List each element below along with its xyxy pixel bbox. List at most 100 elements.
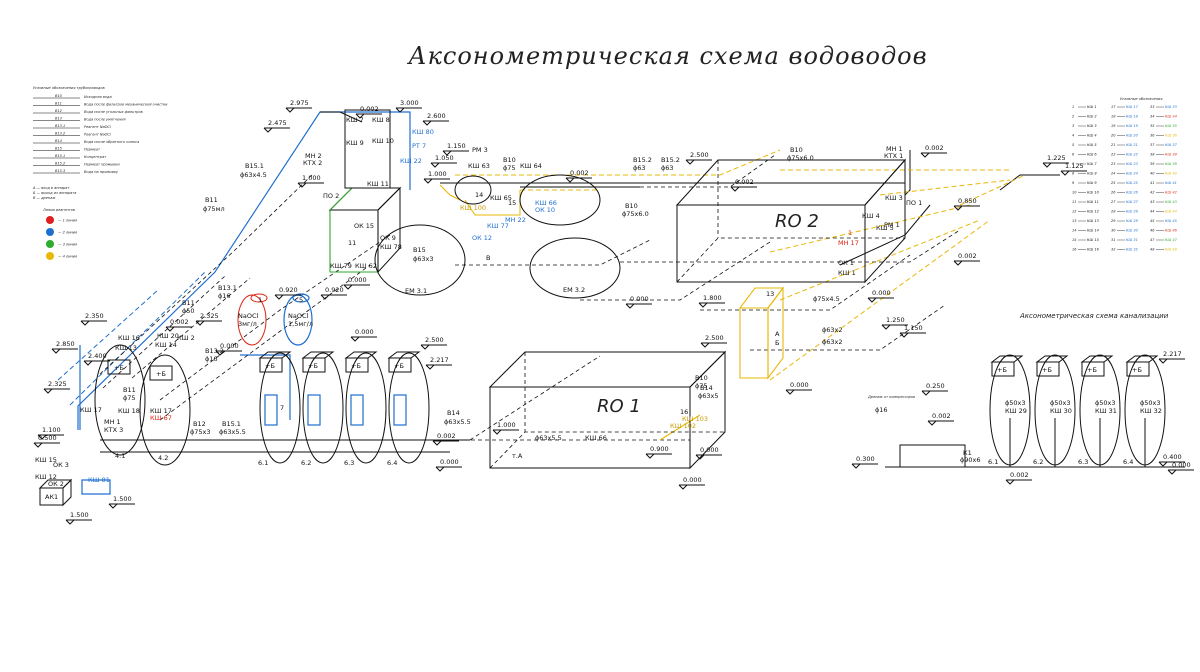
elevation-value: 1.250 <box>886 316 905 324</box>
legend-colors-rows: — 1 линия— 2 линия— 3 линия— 4 линия <box>46 216 77 260</box>
elevation-value: 2.975 <box>290 99 309 107</box>
flow-letter-b: Б <box>775 339 779 347</box>
canal-valve-29: КШ 29 <box>1005 407 1027 415</box>
pipe-network-black <box>99 111 1060 453</box>
elevation-value: 0.000 <box>630 295 649 303</box>
legend-valve-num: 43 <box>1150 200 1154 204</box>
elevation-marker <box>695 454 705 460</box>
legend-valve-num: 25 <box>1111 181 1116 185</box>
valve-ksh103: КШ 103 <box>682 415 708 423</box>
pipe-label-k1: К1 <box>963 449 972 457</box>
canalization-title: Аксонометрическая схема канализации <box>1019 312 1169 320</box>
legend-valve-num: 7 <box>1072 162 1075 166</box>
legend-color-text: — 4 линия <box>58 255 77 259</box>
legend-valve-name: КШ 23 <box>1126 162 1138 166</box>
elevation-marker <box>685 159 695 165</box>
elevation-value: 2.600 <box>427 112 446 120</box>
legend-code: В12 <box>55 109 63 113</box>
elevation-marker <box>1042 162 1052 168</box>
elevation-value: 0.000 <box>790 381 809 389</box>
legend-valve-num: 46 <box>1150 229 1155 233</box>
elevation-marker <box>395 107 405 113</box>
tank-label-15: 15 <box>508 199 516 207</box>
canal-cylinder-mark: +Б <box>1042 366 1052 374</box>
filter-6-mark: +Б <box>394 362 404 370</box>
legend-valve-name: КШ 21 <box>1126 143 1138 147</box>
legend-valve-num: 10 <box>1072 191 1077 195</box>
legend-text: Концентрат <box>84 155 107 159</box>
valve-ok9: ОК 9 <box>380 234 396 242</box>
legend-valve-name: КШ 46 <box>1165 229 1178 233</box>
legend-valve-name: КШ 39 <box>1165 162 1178 166</box>
valve-ksh65: КШ 65 <box>490 194 512 202</box>
center-pump-group: 14 15 КШ 65 РМ 3 КШ 63 КШ 64 МН 22 КШ 77… <box>400 146 557 262</box>
legend-valve-num: 20 <box>1111 134 1116 138</box>
elevation-marker <box>343 284 353 290</box>
elevation-marker <box>678 484 688 490</box>
pipe-label-d63x3: ϕ63х3 <box>413 255 434 263</box>
valve-ktkh1: КТХ 1 <box>884 152 903 160</box>
legend-valve-name: КШ 3 <box>1087 124 1097 128</box>
tank-em31: ЕМ 3.1 В15 ϕ63х3 <box>374 224 466 296</box>
valve-ok1: ОК 1 <box>838 259 854 267</box>
legend-valve-num: 15 <box>1072 238 1077 242</box>
tank-label-1: 1 <box>848 229 852 237</box>
elevation-value: 1.500 <box>70 511 89 519</box>
valve-mn1a: МН 1 <box>104 418 121 426</box>
legend-valve-num: 39 <box>1150 162 1155 166</box>
elevation-value: 0.500 <box>38 434 57 442</box>
legend-valve-name: КШ 30 <box>1126 229 1139 233</box>
pipe-label: ϕ63х5.5 <box>444 418 471 426</box>
legend-text: Вода после обратного осмоса <box>84 140 139 144</box>
legend-valve-name: КШ 29 <box>1126 219 1139 223</box>
canal-6-3: 6.3 <box>1078 458 1088 466</box>
filter-6-body <box>259 352 301 464</box>
valve-ksh11: КШ 11 <box>367 180 389 188</box>
elevation-value: 0.000 <box>1172 461 1191 469</box>
valve-ok10: ОК 10 <box>535 206 555 214</box>
reagent-naocl-2-dose: 1,5мг/л <box>288 320 313 328</box>
pipe-label: В14 <box>700 384 713 392</box>
elevation-marker <box>355 113 365 119</box>
tank-ro1-label: RO 1 <box>597 396 641 417</box>
valve-po1: ПО 1 <box>906 199 922 207</box>
canal-cylinder-mark: +Б <box>1132 366 1142 374</box>
valve-ok15: ОК 15 <box>354 222 374 230</box>
legend-pipes-heading: Условные обозначения трубопроводов <box>33 86 105 90</box>
canal-pipe-2: ϕ50х3 <box>1050 399 1071 407</box>
elevation-marker <box>430 162 440 168</box>
filter-6-cap <box>301 351 335 359</box>
filter-6-3-label: 6.3 <box>344 459 354 467</box>
elevation-value: 3.000 <box>400 99 419 107</box>
canal-pipe-4: ϕ50х3 <box>1140 399 1161 407</box>
legend-valve-name: КШ 45 <box>1165 219 1178 223</box>
valve-ksh22: КШ 22 <box>400 157 422 165</box>
elevation-value: 1.150 <box>904 324 923 332</box>
legend-valve-num: 29 <box>1111 219 1116 223</box>
elevation-value: 0.002 <box>735 178 754 186</box>
reagent-tank-2: 5 NaOCl 1,5мг/л <box>283 293 313 346</box>
legend-text: Исходная вода <box>84 95 112 99</box>
legend-text: Вода после угольных фильтров <box>84 110 143 114</box>
filter-group-4: +Б +Б 4.1 4.2 КШ 16 КШ 13 КШ 20 КШ 14 КШ… <box>80 332 195 466</box>
legend-color-text: — 2 линия <box>58 231 77 235</box>
pipe-network-blue <box>57 111 411 430</box>
elevation-marker <box>33 442 43 448</box>
filter-6-valve-frame <box>350 394 364 426</box>
pipe-network-yellow <box>439 149 1026 441</box>
elevation-value: 2.850 <box>56 340 75 348</box>
legend-valve-name: КШ 33 <box>1165 105 1177 109</box>
elevation-marker <box>700 342 710 348</box>
filter-6-4-label: 6.4 <box>387 459 397 467</box>
pipe-label: В12 <box>193 420 206 428</box>
legend-valve-name: КШ 19 <box>1126 124 1139 128</box>
pipe-label: В10 <box>695 374 708 382</box>
legend-valve-num: 5 <box>1072 143 1075 147</box>
valve-ksh17b: КШ 17 <box>150 407 172 415</box>
legend-valve-num: 13 <box>1072 219 1076 223</box>
legend-valve-num: 18 <box>1111 115 1116 119</box>
elevation-value: 1.125 <box>1065 162 1084 170</box>
legend-valve-num: 42 <box>1150 191 1155 195</box>
valve-ksh64: КШ 64 <box>520 162 542 170</box>
